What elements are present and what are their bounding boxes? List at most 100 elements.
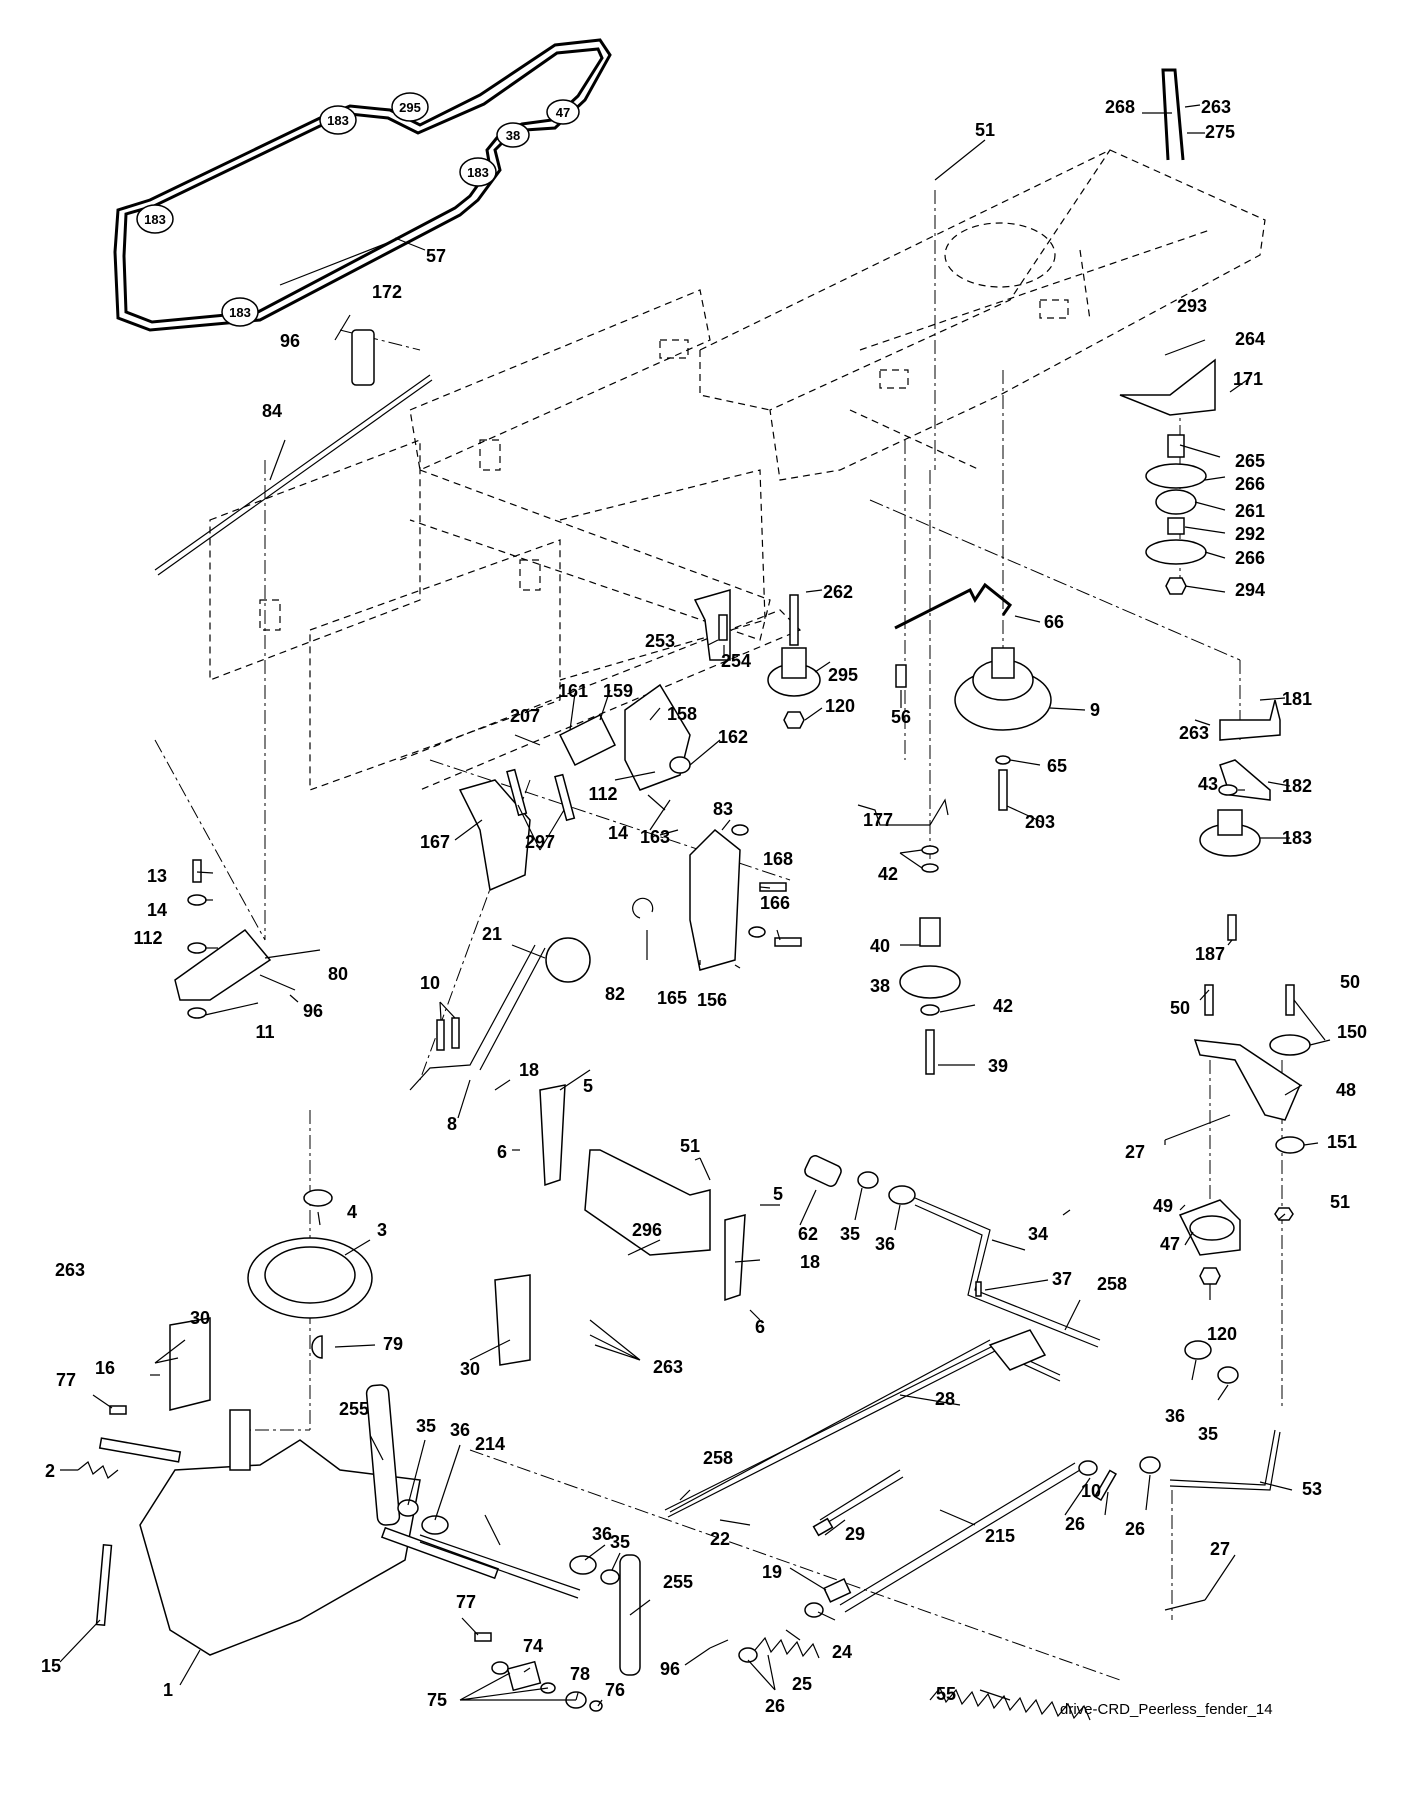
knob-21 [545, 937, 591, 983]
callout: 62 [798, 1224, 818, 1244]
bolt-10a [436, 1019, 445, 1051]
callout: 255 [663, 1572, 693, 1592]
callout: 43 [1198, 774, 1218, 794]
pulley-261 [1155, 489, 1197, 515]
belt-pulley: 183 [136, 204, 174, 234]
callout: 50 [1340, 972, 1360, 992]
callout: 268 [1105, 97, 1135, 117]
washer-36b [569, 1555, 597, 1575]
callout: 80 [328, 964, 348, 984]
callout: 156 [697, 990, 727, 1010]
callout: 181 [1282, 689, 1312, 709]
callout: 57 [426, 246, 446, 266]
callout: 1 [163, 1680, 173, 1700]
callout: 255 [339, 1399, 369, 1419]
callout: 38 [870, 976, 890, 996]
callout: 14 [147, 900, 167, 920]
callout: 39 [988, 1056, 1008, 1076]
nut-51c [1274, 1207, 1294, 1221]
spacer-150 [1269, 1034, 1311, 1056]
pulley-47 [1189, 1215, 1235, 1241]
callout: 254 [721, 651, 751, 671]
plate-296 [584, 1149, 711, 1256]
callout: 79 [383, 1334, 403, 1354]
bracket-177 [857, 798, 949, 826]
callout: 5 [773, 1184, 783, 1204]
bracket-30b [494, 1274, 531, 1366]
callout: 296 [632, 1220, 662, 1240]
callout: 37 [1052, 1269, 1072, 1289]
callout: 3 [377, 1220, 387, 1240]
callout: 163 [640, 827, 670, 847]
cotter-pin-27b [1164, 1599, 1206, 1611]
washer-26a [1078, 1460, 1098, 1476]
callout: 158 [667, 704, 697, 724]
rod-215 [839, 1462, 1081, 1613]
callout: 203 [1025, 812, 1055, 832]
callout: 35 [416, 1416, 436, 1436]
belt-pulley: 47 [546, 99, 580, 125]
washer-26c [738, 1647, 758, 1663]
callout: 84 [262, 401, 282, 421]
callout: 19 [762, 1562, 782, 1582]
callout: 96 [303, 1001, 323, 1021]
rod-22 [669, 1339, 991, 1513]
bolt-50b [1285, 984, 1295, 1016]
rod-28 [664, 1344, 1061, 1518]
callout: 9 [1090, 700, 1100, 720]
washer-36d [1184, 1340, 1212, 1360]
key-77a [109, 1405, 127, 1415]
spring-hook-268 [1161, 68, 1185, 161]
axle-1 [98, 1437, 182, 1463]
bracket-253 [693, 589, 731, 661]
washer-266 [1145, 463, 1207, 489]
callout: 297 [525, 832, 555, 852]
spacer-19 [823, 1578, 852, 1603]
callout: 112 [588, 784, 617, 804]
callout: 120 [1207, 1324, 1237, 1344]
callout: 55 [936, 1684, 956, 1704]
frame-outline [209, 149, 1266, 791]
nut-120b [1199, 1267, 1221, 1285]
pin-96b [259, 974, 296, 991]
washer-26b [1139, 1456, 1161, 1474]
callout: 26 [1125, 1519, 1145, 1539]
callout: 51 [1330, 1192, 1350, 1212]
callout: 166 [760, 893, 790, 913]
callout: 171 [1233, 369, 1263, 389]
callout: 295 [828, 665, 858, 685]
shaft-1 [380, 1526, 500, 1580]
washer-156 [748, 926, 766, 938]
belt-pulley: 183 [319, 105, 357, 135]
callout: 162 [718, 727, 748, 747]
bracket-181 [1219, 699, 1281, 741]
linkage-rod-84 [154, 374, 433, 576]
callout: 51 [680, 1136, 700, 1156]
callout: 42 [993, 996, 1013, 1016]
callout: 13 [147, 866, 167, 886]
pin-96c [709, 1639, 729, 1649]
callout: 74 [523, 1636, 543, 1656]
washer-11 [187, 1007, 207, 1019]
bolt-203 [998, 769, 1008, 811]
bracket-167 [458, 779, 531, 892]
callout: 8 [447, 1114, 457, 1134]
callout: 42 [878, 864, 898, 884]
washer-65 [995, 755, 1011, 765]
callout: 76 [605, 1680, 625, 1700]
callout: 35 [1198, 1424, 1218, 1444]
bolt-254 [718, 614, 728, 641]
callout: 50 [1170, 998, 1190, 1018]
washer-83 [731, 824, 749, 836]
bolt-10b [451, 1017, 460, 1049]
callout: 40 [870, 936, 890, 956]
washer-36a [421, 1515, 449, 1535]
callout: 258 [1097, 1274, 1127, 1294]
callout: 11 [255, 1022, 274, 1042]
callout: 253 [645, 631, 675, 651]
bushing-35b [600, 1569, 620, 1585]
callout: 48 [1336, 1080, 1356, 1100]
callout: 263 [653, 1357, 683, 1377]
bracket-48 [1193, 1039, 1301, 1121]
